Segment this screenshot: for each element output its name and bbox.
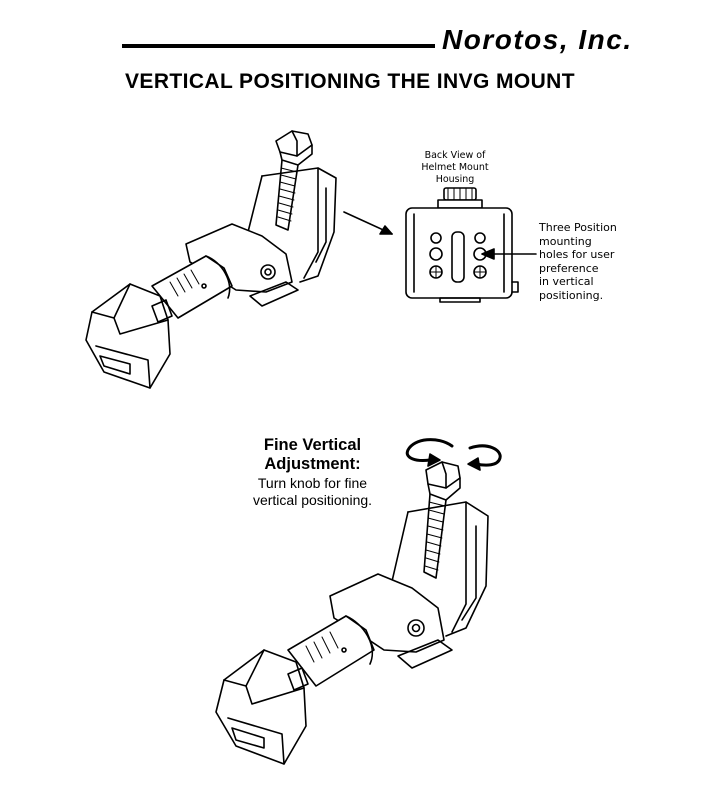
page-title: VERTICAL POSITIONING THE INVG MOUNT bbox=[125, 70, 575, 93]
fine-text-line: vertical positioning. bbox=[252, 492, 373, 508]
brand-name: Norotos, Inc. bbox=[442, 24, 633, 55]
fine-title-line: Adjustment: bbox=[264, 455, 361, 473]
callout-line: mounting bbox=[539, 234, 592, 248]
callout-arrow-icon bbox=[481, 248, 537, 260]
back-view-label-line: Housing bbox=[435, 174, 475, 185]
fine-adjustment-text: Turn knob for fine vertical positioning. bbox=[200, 475, 425, 509]
mount-illustration-bottom bbox=[215, 461, 489, 765]
rotate-right-icon bbox=[467, 444, 502, 471]
back-view-label-line: Helmet Mount bbox=[421, 162, 489, 173]
back-view-housing bbox=[405, 187, 519, 303]
back-view-label-line: Back View of bbox=[424, 150, 486, 161]
callout-line: preference bbox=[539, 261, 599, 275]
mounting-holes-callout: Three Position mounting holes for user p… bbox=[539, 221, 649, 302]
fine-text-line: Turn knob for fine bbox=[257, 475, 368, 491]
callout-line: in vertical bbox=[539, 275, 594, 288]
header-rule bbox=[122, 44, 435, 48]
arrow-icon bbox=[343, 211, 393, 235]
mount-illustration-top bbox=[85, 130, 337, 389]
callout-line: holes for user bbox=[539, 248, 615, 261]
callout-line: Three Position bbox=[539, 221, 617, 234]
rotate-left-icon bbox=[405, 438, 454, 467]
callout-line: positioning. bbox=[539, 288, 604, 302]
fine-title-line: Fine Vertical bbox=[263, 436, 362, 454]
back-view-label: Back View of Helmet Mount Housing bbox=[412, 150, 498, 186]
fine-adjustment-title: Fine Vertical Adjustment: bbox=[200, 436, 425, 474]
